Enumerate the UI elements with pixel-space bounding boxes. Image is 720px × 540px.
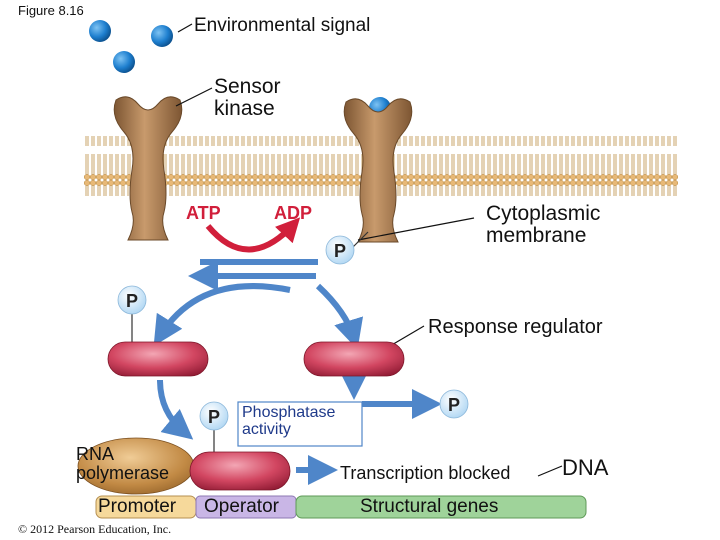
promoter-label: Promoter [98,496,177,517]
rna-polymerase-label: RNA polymerase [76,445,169,483]
phosphatase-box [237,401,363,447]
structural-genes-segment [295,495,587,519]
phosphatase-activity-label-line: Phosphatase [242,404,336,421]
transcription-blocked-label: Transcription blocked [340,463,511,483]
adp-label: ADP [274,203,313,223]
atp-label: ATP [186,203,221,223]
signal-flow-arrows [153,259,442,485]
rna-polymerase-label-line: RNA [76,444,115,464]
signal-molecule [89,20,111,42]
figure-label: Figure 8.16 [18,3,84,18]
copyright-notice: © 2012 Pearson Education, Inc. [18,522,172,536]
svg-text:P: P [208,407,220,427]
sensor-kinase-label-line: Sensor [214,75,281,98]
svg-text:P: P [334,241,346,261]
phosphate-on-regulator: P [117,285,147,344]
operator-label: Operator [204,496,279,517]
pointer-lines [175,23,563,477]
response-regulator-label: Response regulator [428,316,603,338]
sensor-kinase-label-line: kinase [214,97,275,121]
response-regulators [107,341,405,491]
svg-text:P: P [448,395,460,415]
phosphate-on-bound-regulator: P [199,401,229,452]
dna-strand [95,495,587,519]
released-phosphate: P [439,389,469,419]
structural-genes-label: Structural genes [360,496,499,517]
rna-polymerase-label-line: polymerase [76,462,170,483]
cytoplasmic-membrane-label-line: membrane [486,224,587,248]
environmental-signal-label: Environmental signal [194,15,371,36]
response-regulator [303,341,405,377]
phosphatase-activity-label-line: activity [242,420,291,438]
phosphatase-activity-label: Phosphatase activity [242,404,336,439]
atp-to-adp-arrow [205,217,301,253]
phosphate-groups: P P P P [117,231,469,452]
signal-molecule [151,25,173,47]
dna-label: DNA [562,455,609,480]
sensor-kinase-bound [343,98,413,243]
cytoplasmic-membrane-label: Cytoplasmic membrane [486,202,601,248]
response-regulator-on-operator [189,451,291,491]
cytoplasmic-membrane-label-line: Cytoplasmic [486,202,601,225]
sensor-kinase-unbound [113,96,183,241]
svg-text:P: P [126,291,138,311]
signal-molecules [89,20,391,119]
sensor-kinase-label: Sensor kinase [214,75,281,121]
phosphate-on-kinase: P [325,231,369,265]
response-regulator-phosphorylated [107,341,209,377]
signal-molecule [113,51,135,73]
